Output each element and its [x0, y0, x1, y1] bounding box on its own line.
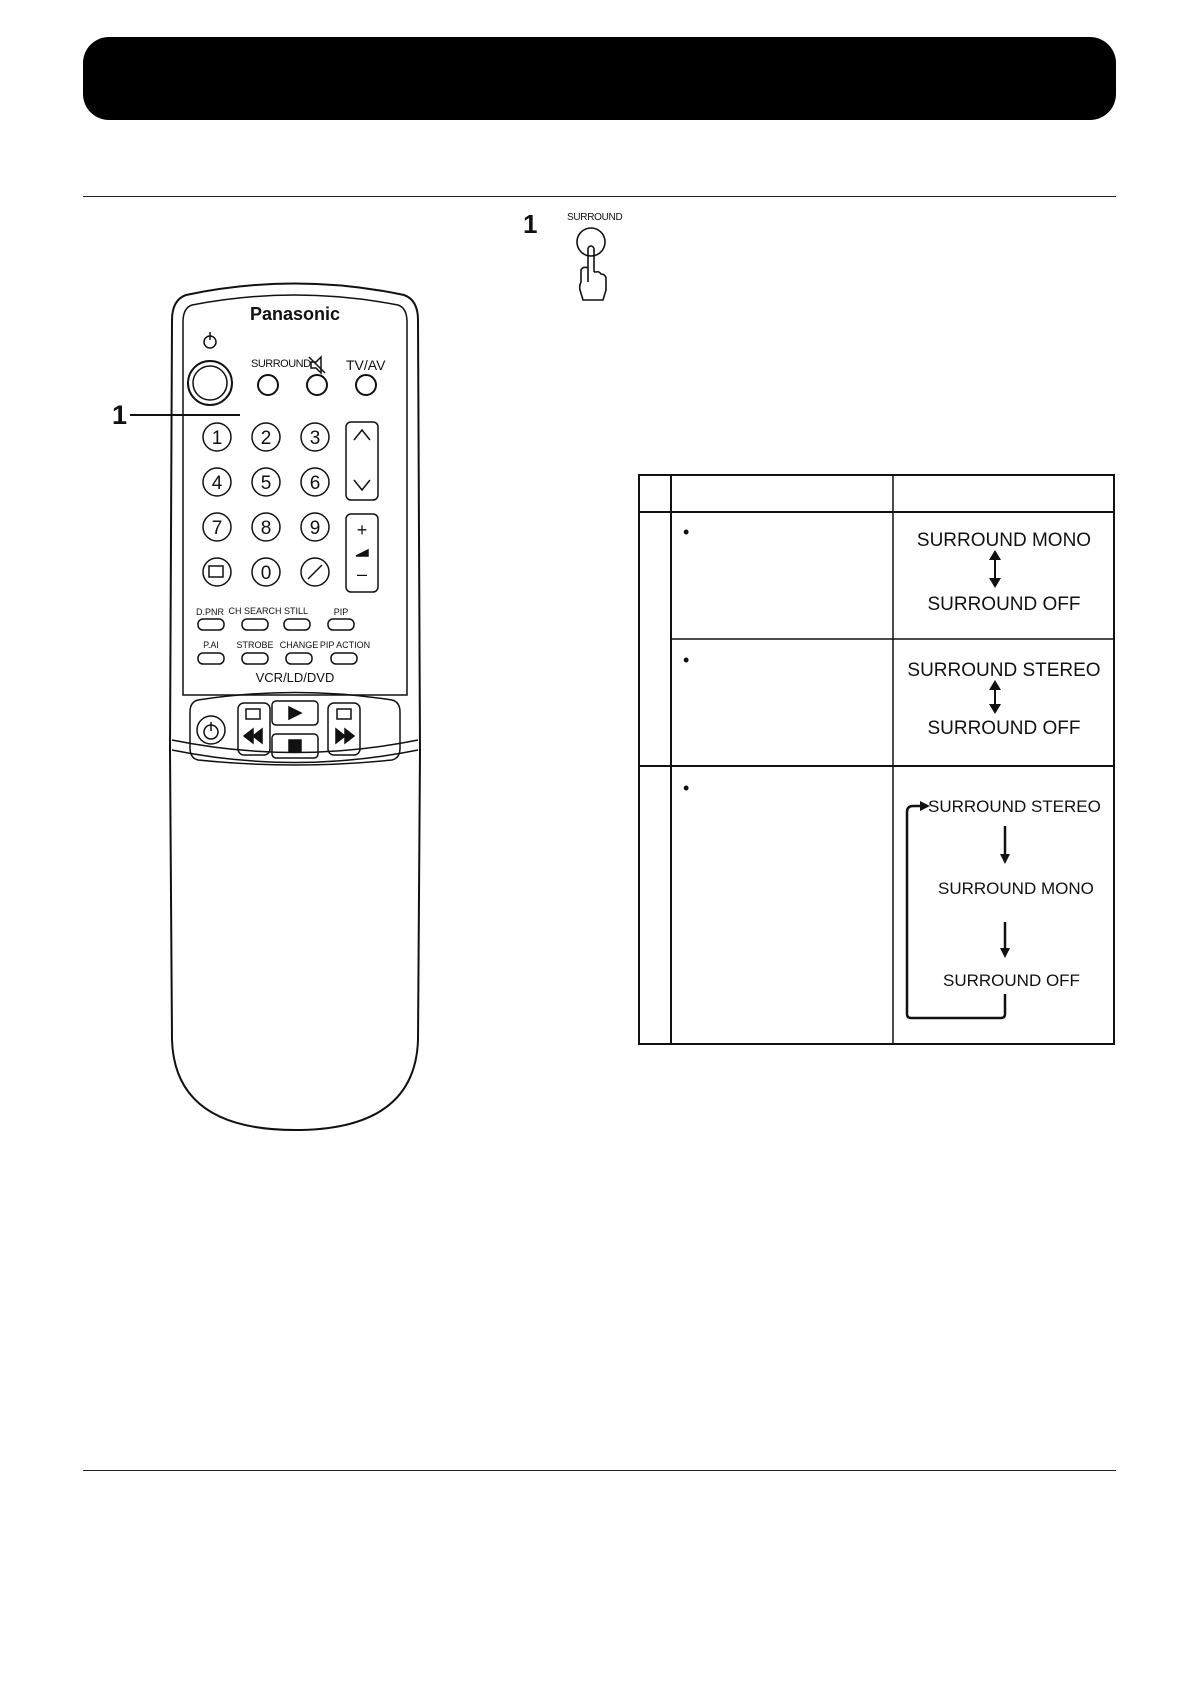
mode-option: SURROUND MONO [916, 530, 1092, 551]
surround-mode-table: • SURROUND MONO SURROUND OFF • SURROUND … [638, 474, 1115, 1045]
volume-up-label: + [357, 520, 368, 540]
number-button-8[interactable] [251, 512, 281, 542]
mode-option: SURROUND STEREO [928, 797, 1101, 816]
toggle-arrow-icon [989, 550, 1001, 588]
mode-option: SURROUND STEREO [907, 660, 1101, 681]
row-bullet: • [683, 522, 690, 542]
mode-option: SURROUND OFF [927, 594, 1081, 615]
toggle-arrow-icon [989, 680, 1001, 714]
number-label: 2 [261, 428, 272, 449]
mute-icon [308, 355, 326, 375]
callout-number: 1 [112, 400, 128, 430]
number-button-0[interactable] [251, 557, 281, 587]
main-power-button[interactable] [187, 360, 233, 406]
dpnr-button[interactable] [197, 618, 225, 631]
volume-rocker[interactable]: + – [345, 513, 379, 593]
number-label: 0 [261, 563, 272, 584]
number-button-6[interactable] [300, 467, 330, 497]
vcr-transport-panel [189, 691, 401, 766]
number-button-7[interactable] [202, 512, 232, 542]
step-button-label: SURROUND [567, 212, 623, 223]
number-button-3[interactable] [300, 422, 330, 452]
pip-label: PIP [334, 607, 349, 617]
bottom-divider [83, 1470, 1116, 1471]
number-button-1[interactable] [202, 422, 232, 452]
play-button[interactable] [271, 700, 319, 726]
volume-down-label: – [357, 564, 367, 584]
channel-rocker[interactable] [345, 421, 379, 501]
top-divider [83, 196, 1116, 197]
tvav-label: TV/AV [346, 357, 386, 373]
number-button-9[interactable] [300, 512, 330, 542]
page-title-bar [83, 37, 1116, 120]
volume-icon [355, 548, 369, 557]
strobe-label: STROBE [236, 640, 273, 650]
press-button-icon [565, 222, 615, 302]
pai-button[interactable] [197, 652, 225, 665]
digit-toggle-button[interactable] [300, 557, 330, 587]
pip-button[interactable] [327, 618, 355, 631]
rewind-button[interactable] [237, 702, 271, 756]
tvav-button[interactable] [355, 374, 377, 396]
ch-search-label: CH SEARCH [228, 606, 281, 616]
strobe-button[interactable] [241, 652, 269, 665]
change-button[interactable] [285, 652, 313, 665]
surround-button[interactable] [257, 374, 279, 396]
row-bullet: • [683, 778, 690, 798]
mute-button[interactable] [306, 374, 328, 396]
remote-control: Panasonic SURROUND TV/AV 1 2 3 [160, 280, 430, 1140]
number-label: 1 [212, 428, 223, 449]
channel-up-icon [353, 428, 371, 441]
recall-button[interactable] [202, 557, 232, 587]
fast-forward-button[interactable] [327, 702, 361, 756]
ch-search-button[interactable] [241, 618, 269, 631]
number-button-4[interactable] [202, 467, 232, 497]
pip-action-button[interactable] [330, 652, 358, 665]
number-label: 9 [310, 518, 321, 539]
mode-option: SURROUND OFF [927, 718, 1081, 739]
standby-icon [203, 332, 217, 349]
stop-button[interactable] [271, 733, 319, 759]
number-label: 3 [310, 428, 321, 449]
vcr-group-label: VCR/LD/DVD [256, 670, 335, 685]
number-button-5[interactable] [251, 467, 281, 497]
pai-label: P.AI [203, 640, 219, 650]
brand-logo: Panasonic [250, 304, 340, 324]
mode-option: SURROUND OFF [943, 971, 1080, 990]
number-label: 4 [212, 473, 223, 494]
still-button[interactable] [283, 618, 311, 631]
pip-action-label: PIP ACTION [320, 640, 370, 650]
number-button-2[interactable] [251, 422, 281, 452]
number-label: 6 [310, 473, 321, 494]
digit-toggle-icon [307, 564, 323, 580]
channel-down-icon [353, 479, 371, 492]
stop-icon [288, 739, 302, 753]
number-pad: 1 2 3 4 5 6 7 8 9 0 [202, 422, 330, 587]
play-icon [288, 705, 303, 721]
number-label: 8 [261, 518, 272, 539]
dpnr-label: D.PNR [196, 607, 225, 617]
row-bullet: • [683, 650, 690, 670]
step-number: 1 [523, 209, 538, 239]
number-label: 7 [212, 518, 223, 539]
still-label: STILL [284, 606, 308, 616]
recall-icon [208, 565, 224, 578]
surround-label: SURROUND [251, 358, 311, 370]
mode-option: SURROUND MONO [938, 879, 1094, 898]
cycle-arrow-icon [905, 801, 1010, 1020]
callout-leader-line [130, 414, 240, 416]
change-label: CHANGE [280, 640, 319, 650]
vcr-power-button[interactable] [196, 715, 226, 745]
number-label: 5 [261, 473, 272, 494]
